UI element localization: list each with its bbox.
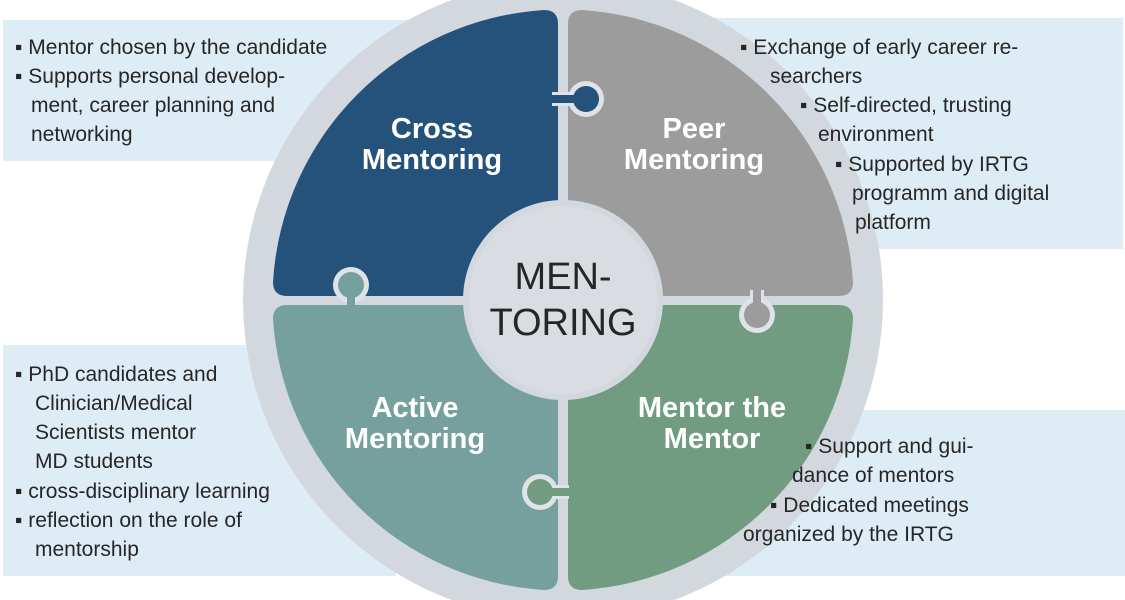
bullet-line: ▪ Mentor chosen by the candidate (15, 36, 328, 59)
title-line: Mentor the (637, 392, 787, 424)
peer-mentoring-title: Peer Mentoring (624, 114, 764, 176)
cross-mentoring-piece (273, 10, 558, 296)
bullet-line: ▪ cross-disciplinary learning (15, 480, 270, 503)
bullet-line: programm and digital (852, 182, 1050, 205)
cross-mentoring-title: Cross Mentoring (362, 114, 502, 176)
mentor-the-mentor-title: Mentor the Mentor (638, 393, 786, 455)
bullet-line: Clinician/Medical (35, 392, 193, 415)
bullet-line: organized by the IRTG (743, 523, 954, 546)
title-line: Active (371, 392, 459, 424)
title-line: Peer (662, 113, 726, 145)
bullet-line: environment (818, 123, 934, 146)
peer-mentoring-piece (568, 10, 853, 296)
title-line: Mentoring (361, 144, 503, 176)
puzzle-tab-peer (739, 288, 775, 333)
bullet-line: ▪ Supports personal develop- (15, 65, 286, 88)
bullet-line: searchers (770, 65, 863, 88)
bullet-line: dance of mentors (792, 464, 955, 487)
bullet-line: mentorship (35, 538, 139, 561)
bullet-line: MD students (35, 450, 153, 473)
center-label-line1: MEN- (514, 256, 612, 298)
bullet-line: platform (855, 211, 931, 234)
puzzle-tab-active (333, 267, 369, 309)
bullet-line: ment, career planning and (31, 94, 275, 117)
bullet-line: networking (31, 123, 133, 146)
center-label: MEN- TORING (489, 254, 636, 346)
active-mentoring-piece (273, 305, 558, 590)
title-line: Mentor (663, 423, 761, 455)
title-line: Cross (390, 113, 474, 145)
center-label-line2: TORING (489, 302, 637, 344)
bullet-line: ▪ PhD candidates and (15, 363, 218, 386)
bullet-line: ▪ reflection on the role of (15, 509, 242, 532)
title-line: Mentoring (344, 423, 486, 455)
mentor-the-mentor-piece (568, 305, 853, 590)
center-circle-inner (469, 206, 657, 394)
bullet-line: ▪ Dedicated meetings (770, 494, 969, 517)
bullet-line: Scientists mentor (35, 421, 197, 444)
active-mentoring-title: Active Mentoring (345, 393, 485, 455)
title-line: Mentoring (623, 144, 765, 176)
bullet-line: ▪ Exchange of early career re- (740, 36, 1019, 59)
bullet-line: ▪ Supported by IRTG (835, 153, 1029, 176)
bullet-line: ▪ Self-directed, trusting (800, 94, 1012, 117)
puzzle-tab-cross (552, 81, 604, 117)
puzzle-tab-mentor (522, 474, 571, 510)
bullet-line: ▪ Support and gui- (805, 435, 974, 458)
